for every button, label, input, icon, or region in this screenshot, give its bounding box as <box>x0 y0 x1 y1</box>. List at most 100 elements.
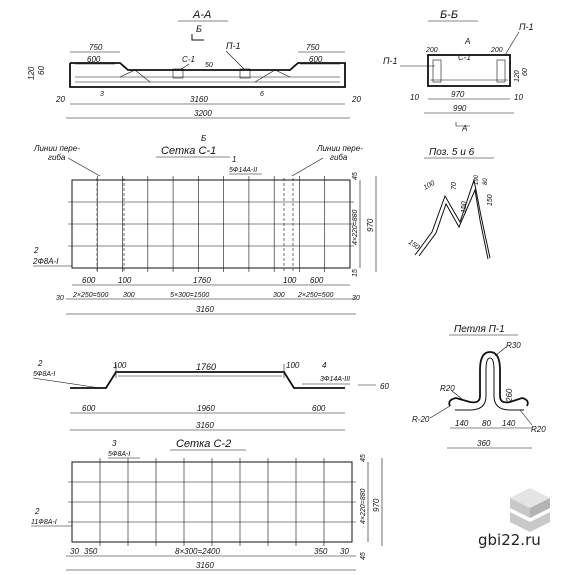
c1-dim-970: 970 <box>366 218 375 232</box>
section-aa-title: А-А <box>192 9 211 21</box>
pos56-title: Поз. 5 и 6 <box>429 147 475 158</box>
c2-pos2: 2 <box>34 507 40 516</box>
bb-label-p1: П-1 <box>519 22 534 32</box>
c2-dim-45b: 45 <box>360 552 367 560</box>
watermark-site: gbi22.ru <box>478 531 541 549</box>
bb-mark-a-bottom: А <box>461 124 467 133</box>
loop-dim-140b: 140 <box>502 419 516 428</box>
c1-dim-30a: 30 <box>56 295 64 302</box>
c2-dim-30a: 30 <box>70 547 79 556</box>
bb-mark-a: А <box>464 37 470 46</box>
pos56-detail: Поз. 5 и 6 100 70 150 190 80 150 150 <box>407 147 494 260</box>
bent-pos2: 2 <box>37 359 43 368</box>
slab-bent-bar <box>119 69 151 83</box>
pos1-label: 1 <box>232 155 236 164</box>
c2-dim-8x300: 8×300=2400 <box>175 547 220 556</box>
c1-dim-600b: 600 <box>310 276 324 285</box>
pos56-dim-150b: 150 <box>487 194 494 206</box>
c1-dim-4x220: 4×220=880 <box>352 209 359 245</box>
bent-dim-600a: 600 <box>82 404 96 413</box>
label-p1: П-1 <box>226 41 241 51</box>
c2-pos3: 3 <box>112 439 117 448</box>
c2-dim-30b: 30 <box>340 547 349 556</box>
bend-leader-left <box>67 157 101 177</box>
slab-section-outline <box>69 62 346 88</box>
mesh-c1-grid <box>68 176 354 272</box>
pos56-dim-190: 190 <box>474 174 480 185</box>
bend-leader-right <box>291 157 324 177</box>
pos-3: 3 <box>100 91 104 98</box>
dim-600b: 600 <box>309 55 323 64</box>
label-c1: С-1 <box>182 55 195 64</box>
c2-dim-4x220: 4×220=880 <box>360 488 367 524</box>
bent-bar-shape <box>70 371 345 389</box>
site-logo <box>510 488 550 532</box>
bb-label-p1-left: П-1 <box>383 56 398 66</box>
mesh-c1-view: Сетка С-1 Б Линии пере- гиба Линии пере-… <box>32 134 377 315</box>
logo-slab-lower <box>510 512 550 532</box>
dim-3200: 3200 <box>194 109 212 118</box>
mesh-c2-view: Сетка С-2 3 5Ф8А-I 2 11Ф8А-I 45 4×220=88… <box>31 438 383 571</box>
dim-60: 60 <box>37 66 46 75</box>
loop-shape <box>448 351 529 407</box>
loop-p1-detail: Петля П-1 R30 R20 R-20 R20 260 140 80 14… <box>412 324 546 449</box>
bb-dim-200b: 200 <box>490 47 503 54</box>
dim-50: 50 <box>205 62 213 69</box>
c1-dim-2x250a: 2×250=500 <box>72 292 109 299</box>
section-bb: Б-Б П-1 П-1 А С-1 200 200 120 60 970 10 … <box>383 9 534 133</box>
bb-dim-10b: 10 <box>514 93 523 102</box>
bent-dim-600b: 600 <box>312 404 326 413</box>
section-aa-mark-b: Б <box>196 24 202 34</box>
logo-slab-right <box>530 498 550 518</box>
loop-r30: R30 <box>506 341 521 350</box>
loop-r20c: R20 <box>531 425 546 434</box>
bar2-label: 2Ф8А-I <box>32 257 59 266</box>
bb-dim-990: 990 <box>453 104 467 113</box>
bar1-label: 5Ф14А-II <box>229 167 257 174</box>
c1-dim-300a: 300 <box>123 292 135 299</box>
bent-dim-100b: 100 <box>286 361 300 370</box>
c1-dim-1760: 1760 <box>193 276 211 285</box>
cut-mark-b <box>191 34 204 41</box>
slab-bent-bar-2 <box>254 69 291 83</box>
section-bb-outline <box>427 54 511 87</box>
loop-dim-80: 80 <box>482 419 491 428</box>
bend-line-right-2: гиба <box>330 153 348 162</box>
bb-cut-mark-a <box>455 122 470 127</box>
bb-loop-right <box>496 59 506 83</box>
c2-dim-45a: 45 <box>360 454 367 462</box>
loop-title: Петля П-1 <box>454 324 505 335</box>
mesh-c1-title: Сетка С-1 <box>161 145 216 157</box>
bb-loop-left <box>432 59 442 83</box>
c2-dim-3160: 3160 <box>196 561 214 570</box>
pos56-dim-80: 80 <box>483 178 489 185</box>
dim-750a: 750 <box>89 43 103 52</box>
c2-dim-350b: 350 <box>314 547 328 556</box>
loop-dim-360: 360 <box>477 439 491 448</box>
bent-bar-view: 2 5Ф8А-I 4 3Ф14А-III 100 1760 100 60 600… <box>32 359 389 431</box>
bend-line-right-1: Линии пере- <box>316 144 363 153</box>
c1-dim-15: 15 <box>352 269 359 277</box>
bb-dim-200a: 200 <box>425 47 438 54</box>
loop-dim-260: 260 <box>505 388 514 403</box>
dim-600a: 600 <box>87 55 101 64</box>
bb-label-c1: С-1 <box>458 53 471 62</box>
bend-line-left-2: гиба <box>48 153 66 162</box>
c2-bar-long-label: 11Ф8А-I <box>31 519 57 526</box>
bent-dim-60: 60 <box>380 382 389 391</box>
pos56-dim-100: 100 <box>423 180 437 192</box>
pos56-dim-70: 70 <box>451 182 458 190</box>
c2-dim-350a: 350 <box>84 547 98 556</box>
c1-dim-100b: 100 <box>283 276 297 285</box>
pos56-bar-shape <box>414 178 491 259</box>
bent-dim-100a: 100 <box>113 361 127 370</box>
bent-pos4: 4 <box>322 361 327 370</box>
bb-dim-60: 60 <box>522 68 529 76</box>
c1-dim-30b: 30 <box>352 295 360 302</box>
c1-dim-300b: 300 <box>273 292 285 299</box>
loop-r20b-leader <box>429 405 451 419</box>
bent-bar4-label: 3Ф14А-III <box>320 376 350 383</box>
bent-dim-1960: 1960 <box>197 404 215 413</box>
loop-r30-leader <box>494 346 507 357</box>
bb-leader-p1 <box>504 31 520 56</box>
